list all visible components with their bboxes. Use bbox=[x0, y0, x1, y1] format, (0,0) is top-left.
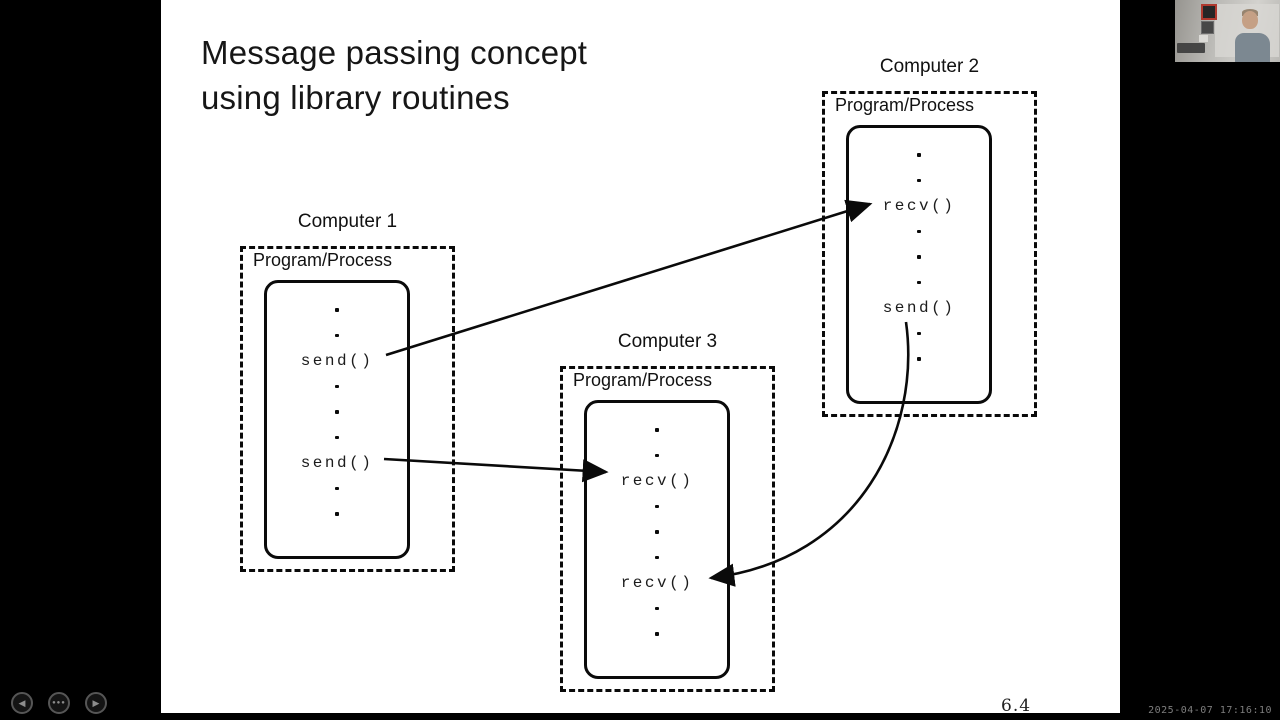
computer-3-box: Program/Process recv() recv() bbox=[560, 366, 775, 692]
dot-mark bbox=[917, 229, 921, 233]
sequence-dot bbox=[335, 374, 339, 400]
next-button[interactable]: ▶ bbox=[85, 692, 107, 714]
sequence-dot bbox=[335, 425, 339, 451]
routine-call: send() bbox=[882, 298, 956, 317]
dot-mark bbox=[655, 555, 659, 559]
routine-call: recv() bbox=[620, 573, 694, 592]
dot-mark bbox=[655, 428, 659, 432]
slide-title: Message passing concept using library ro… bbox=[201, 30, 587, 120]
dot-mark bbox=[335, 333, 339, 337]
sequence-dot bbox=[655, 519, 659, 545]
computer-1-box: Program/Process send() send() bbox=[240, 246, 455, 572]
dot-mark bbox=[917, 178, 921, 182]
sequence-dot bbox=[335, 323, 339, 349]
instructor-body bbox=[1235, 33, 1270, 62]
dot-mark bbox=[655, 632, 659, 636]
computer-1-label: Computer 1 bbox=[297, 211, 398, 232]
webcam-video[interactable] bbox=[1175, 0, 1280, 62]
previous-icon: ◀ bbox=[18, 697, 26, 708]
slide-title-line1: Message passing concept bbox=[201, 34, 588, 71]
dot-mark bbox=[655, 504, 659, 508]
sequence-dot bbox=[655, 443, 659, 469]
options-button[interactable]: ●●● bbox=[48, 692, 70, 714]
routine-call: recv() bbox=[620, 471, 694, 490]
sequence-dot bbox=[335, 476, 339, 502]
computer-1-process-rect: send() send() bbox=[264, 280, 410, 559]
computer-3-process-label: Program/Process bbox=[573, 370, 713, 390]
computer-2-process-rect: recv() send() bbox=[846, 125, 992, 404]
dot-mark bbox=[917, 255, 921, 259]
sequence-dot bbox=[655, 596, 659, 622]
computer-2-label: Computer 2 bbox=[879, 56, 980, 77]
dot-mark bbox=[335, 486, 339, 490]
page-number: 6.4 bbox=[1001, 696, 1032, 713]
sequence-dot bbox=[917, 244, 921, 270]
play-next-icon: ▶ bbox=[92, 697, 100, 708]
dot-mark bbox=[655, 530, 659, 534]
sequence-dot bbox=[917, 168, 921, 194]
computer-3-label: Computer 3 bbox=[617, 331, 718, 352]
recording-timestamp: 2025-04-07 17:16:10 bbox=[1148, 705, 1272, 716]
dot-mark bbox=[335, 410, 339, 414]
playback-controls: ◀ ●●● ▶ bbox=[11, 692, 107, 714]
dot-mark bbox=[335, 435, 339, 439]
dot-mark bbox=[655, 606, 659, 610]
computer-1-process-label: Program/Process bbox=[253, 250, 393, 270]
sequence-dot bbox=[655, 417, 659, 443]
sequence-dot bbox=[917, 270, 921, 296]
sequence-dot bbox=[917, 346, 921, 372]
dot-mark bbox=[335, 384, 339, 388]
sequence-dot bbox=[335, 501, 339, 527]
dot-mark bbox=[335, 308, 339, 312]
dot-mark bbox=[917, 280, 921, 284]
dot-mark bbox=[335, 512, 339, 516]
computer-3-process-rect: recv() recv() bbox=[584, 400, 730, 679]
slide-canvas: Message passing concept using library ro… bbox=[161, 0, 1120, 713]
dot-mark bbox=[917, 357, 921, 361]
dot-mark bbox=[655, 453, 659, 457]
sequence-dot bbox=[655, 494, 659, 520]
sequence-dot bbox=[917, 142, 921, 168]
dot-mark bbox=[917, 153, 921, 157]
previous-button[interactable]: ◀ bbox=[11, 692, 33, 714]
webcam-watermark bbox=[1177, 43, 1205, 53]
sequence-dot bbox=[655, 621, 659, 647]
slide-title-line2: using library routines bbox=[201, 79, 510, 116]
wall-paper bbox=[1199, 35, 1208, 42]
sequence-dot bbox=[335, 399, 339, 425]
instructor-head bbox=[1242, 11, 1258, 29]
options-dots-icon: ●●● bbox=[52, 700, 66, 706]
dot-mark bbox=[917, 331, 921, 335]
wall-clock-sign bbox=[1201, 4, 1217, 20]
routine-call: send() bbox=[300, 453, 374, 472]
sequence-dot bbox=[655, 545, 659, 571]
wall-sign bbox=[1201, 21, 1214, 34]
routine-call: recv() bbox=[882, 196, 956, 215]
computer-2-box: Program/Process recv() send() bbox=[822, 91, 1037, 417]
computer-2-process-label: Program/Process bbox=[835, 95, 975, 115]
sequence-dot bbox=[917, 321, 921, 347]
sequence-dot bbox=[917, 219, 921, 245]
sequence-dot bbox=[335, 297, 339, 323]
routine-call: send() bbox=[300, 351, 374, 370]
